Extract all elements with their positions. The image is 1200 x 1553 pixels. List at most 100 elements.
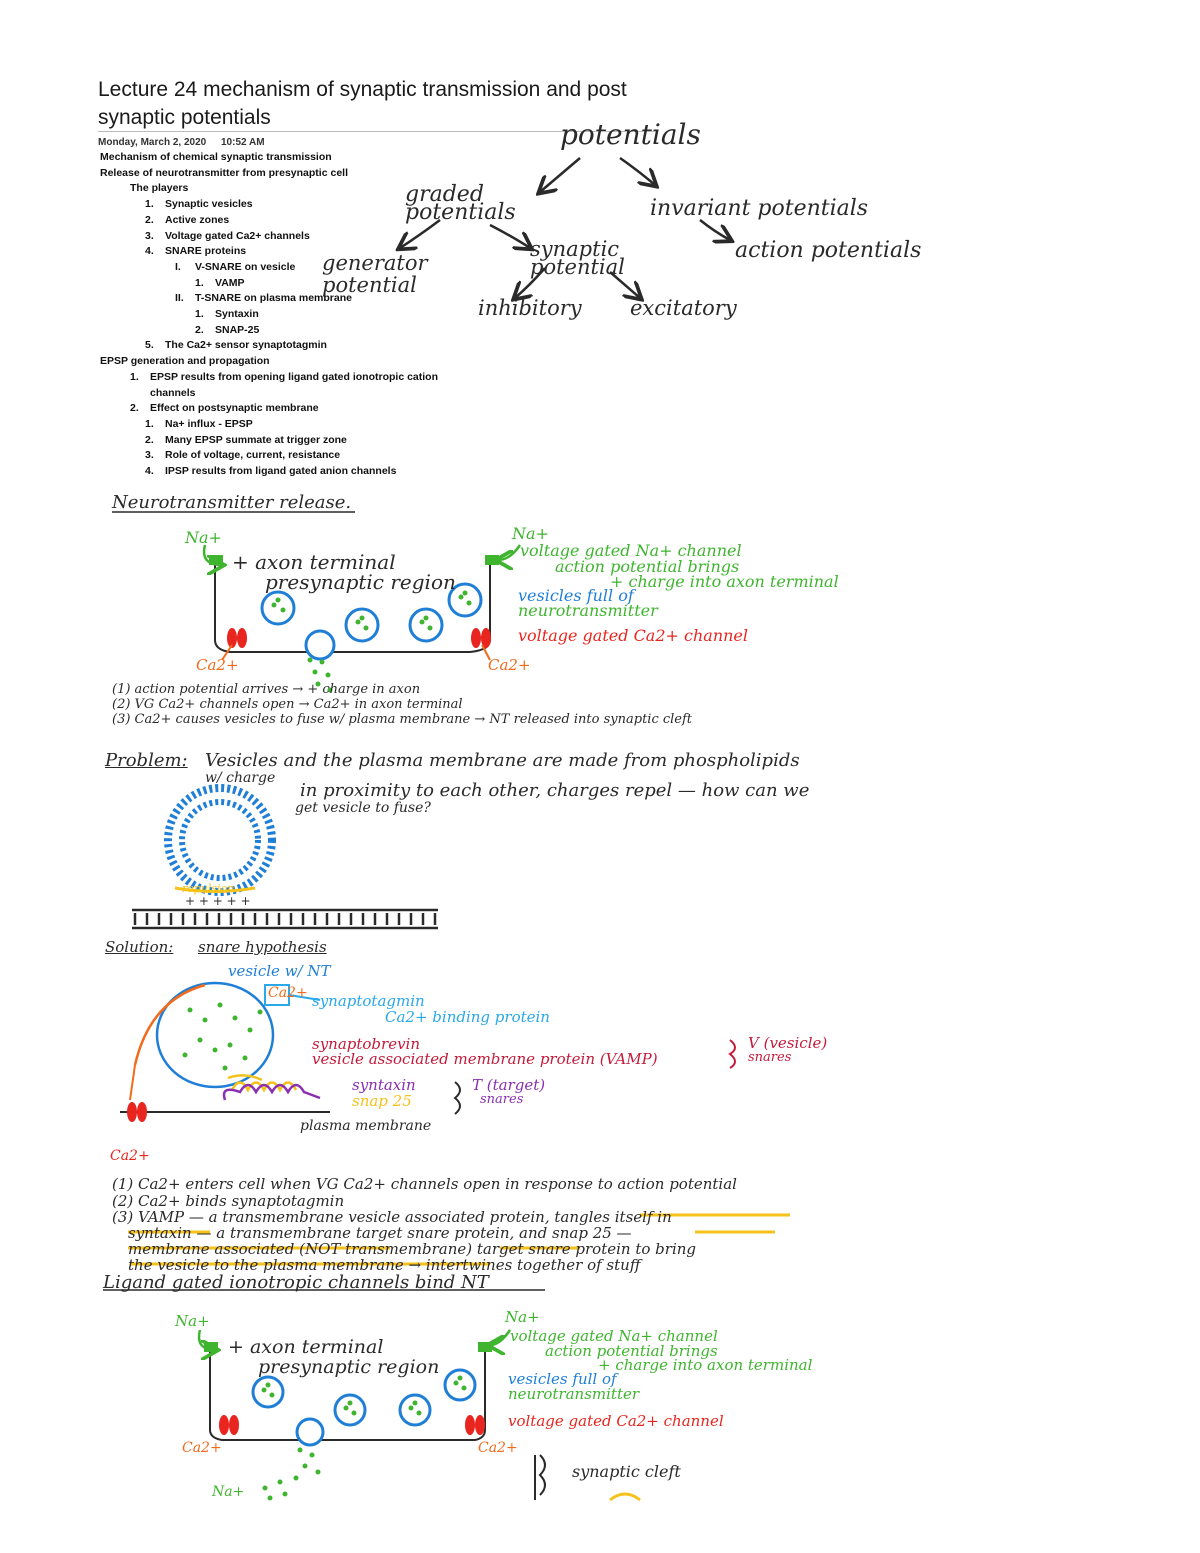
ligand-ca-right: Ca2+ bbox=[478, 1440, 518, 1456]
outline-item-number: 2. bbox=[145, 213, 154, 226]
outline-item-number: 1. bbox=[145, 417, 154, 430]
problem-line-3: in proximity to each other, charges repe… bbox=[300, 780, 810, 801]
outline-item-number: 2. bbox=[145, 433, 154, 446]
outline-item: Mechanism of chemical synaptic transmiss… bbox=[100, 150, 438, 166]
problem-line-2: w/ charge bbox=[205, 770, 276, 786]
plasma-membrane-label: plasma membrane bbox=[300, 1118, 432, 1134]
time-text: 10:52 AM bbox=[220, 137, 265, 148]
outline-item-number: 3. bbox=[145, 229, 154, 242]
outline-item-number: 1. bbox=[145, 198, 154, 211]
ca-binding-protein: Ca2+ binding protein bbox=[385, 1008, 550, 1026]
ligand-ca-left: Ca2+ bbox=[182, 1440, 222, 1456]
outline-item: EPSP generation and propagation bbox=[100, 354, 438, 370]
repulsion-label: repulsion bbox=[182, 882, 235, 895]
tree-invariant: invariant potentials bbox=[650, 196, 869, 221]
outline-item-text: The players bbox=[130, 182, 189, 195]
ligand-vg-ca: voltage gated Ca2+ channel bbox=[508, 1412, 724, 1430]
step2-3d: the vesicle to the plasma membrane → int… bbox=[128, 1256, 641, 1274]
problem-label: Problem: bbox=[105, 750, 188, 771]
title-divider bbox=[98, 131, 658, 132]
solution-vesicle: vesicle w/ NT bbox=[228, 962, 331, 980]
outline-item-text: Voltage gated Ca2+ channels bbox=[165, 229, 310, 242]
outline-item: The players bbox=[100, 181, 438, 197]
t-snares-label: snares bbox=[480, 1092, 524, 1107]
outline-item: 4.IPSP results from ligand gated anion c… bbox=[100, 464, 438, 480]
step2-3c: membrane associated (NOT transmembrane) … bbox=[128, 1240, 697, 1258]
tree-synaptic: synaptic potential bbox=[530, 237, 625, 279]
release-diagram bbox=[112, 511, 522, 693]
outline-item-text: Effect on postsynaptic membrane bbox=[150, 402, 319, 415]
synaptic-cleft-label: synaptic cleft bbox=[572, 1462, 681, 1481]
outline-item-text: T-SNARE on plasma membrane bbox=[195, 292, 352, 305]
outline-item-text: V-SNARE on vesicle bbox=[195, 260, 296, 273]
release-step-3: (3) Ca2+ causes vesicles to fuse w/ plas… bbox=[112, 712, 693, 727]
release-presynaptic: presynaptic region bbox=[265, 570, 456, 594]
problem-line-1: Vesicles and the plasma membrane are mad… bbox=[205, 750, 800, 771]
solution-ca-top: Ca2+ bbox=[268, 985, 308, 1001]
release-charge-into: + charge into axon terminal bbox=[610, 572, 839, 591]
outline-item-text: SNAP-25 bbox=[215, 323, 260, 336]
outline-item: 5.The Ca2+ sensor synaptotagmin bbox=[100, 338, 438, 354]
na-channel-right bbox=[485, 555, 499, 565]
ligand-vesicles: vesicles full of bbox=[508, 1370, 617, 1388]
outline-item: 1. EPSP results from opening ligand gated… bbox=[100, 370, 438, 386]
outline-item-number: 1. bbox=[195, 276, 204, 289]
outline-item: channels bbox=[100, 386, 438, 402]
outline-item-text: EPSP generation and propagation bbox=[100, 355, 270, 368]
release-vg-ca: voltage gated Ca2+ channel bbox=[518, 626, 749, 645]
ca-channels bbox=[227, 628, 491, 648]
phospholipid-bilayer bbox=[132, 908, 438, 930]
plus-charges: + + + + + bbox=[185, 894, 251, 908]
outline-item: II.T-SNARE on plasma membrane bbox=[100, 291, 438, 307]
page-title-line-1: Lecture 24 mechanism of synaptic transmi… bbox=[98, 78, 627, 101]
step2-1: (1) Ca2+ enters cell when VG Ca2+ channe… bbox=[112, 1175, 737, 1193]
release-ca-left: Ca2+ bbox=[196, 656, 239, 674]
ligand-neurotransmitter: neurotransmitter bbox=[508, 1385, 640, 1403]
release-heading: Neurotransmitter release. bbox=[112, 492, 352, 513]
outline-item-number: 4. bbox=[145, 245, 154, 258]
step2-3b: syntaxin — a transmembrane target snare … bbox=[128, 1224, 632, 1242]
lecture-outline: Mechanism of chemical synaptic transmiss… bbox=[100, 150, 438, 480]
outline-item-text: EPSP results from opening ligand gated i… bbox=[150, 370, 439, 383]
release-step-1: (1) action potential arrives → + charge … bbox=[112, 682, 421, 697]
outline-item-number: 1. bbox=[130, 370, 139, 383]
ligand-ap-brings: action potential brings bbox=[545, 1342, 718, 1360]
outline-item-number: I. bbox=[175, 260, 181, 273]
step2-3a: (3) VAMP — a transmembrane vesicle assoc… bbox=[112, 1208, 672, 1226]
outline-item-number: 5. bbox=[145, 339, 154, 352]
outline-item-number: 2. bbox=[130, 402, 139, 415]
outline-item: 2. Many EPSP summate at trigger zone bbox=[100, 433, 438, 449]
outline-item: 4.SNARE proteins bbox=[100, 244, 438, 260]
snare-diagram bbox=[103, 981, 790, 1291]
release-vesicles: vesicles full of bbox=[518, 586, 634, 605]
t-target-label: T (target) bbox=[472, 1076, 546, 1094]
ligand-vg-na: voltage gated Na+ channel bbox=[510, 1327, 718, 1345]
outline-item-number: 1. bbox=[195, 308, 204, 321]
tree-action: action potentials bbox=[735, 238, 922, 263]
tree-arrows bbox=[400, 156, 730, 298]
snare-hypothesis: snare hypothesis bbox=[198, 938, 327, 956]
outline-item: 3. Voltage gated Ca2+ channels bbox=[100, 229, 438, 245]
outline-item-text: Active zones bbox=[165, 213, 230, 226]
step2-2: (2) Ca2+ binds synaptotagmin bbox=[112, 1192, 345, 1210]
ligand-na-bottom: Na+ bbox=[212, 1484, 245, 1500]
outline-item: I. V-SNARE on vesicle bbox=[100, 260, 438, 276]
outline-item-text: Role of voltage, current, resistance bbox=[165, 449, 341, 462]
outline-item: 1.Synaptic vesicles bbox=[100, 197, 438, 213]
problem-line-4: get vesicle to fuse? bbox=[295, 800, 431, 816]
release-ap-brings: action potential brings bbox=[555, 557, 740, 576]
release-neurotransmitter: neurotransmitter bbox=[518, 601, 658, 620]
outline-item: 1.Syntaxin bbox=[100, 307, 438, 323]
tree-excitatory: excitatory bbox=[630, 296, 737, 320]
outline-item-text: Many EPSP summate at trigger zone bbox=[165, 433, 347, 446]
outline-item-text: VAMP bbox=[215, 276, 245, 289]
tree-root: potentials bbox=[560, 118, 701, 151]
outline-item: 1. VAMP bbox=[100, 276, 438, 292]
outline-item: Release of neurotransmitter from presyna… bbox=[100, 166, 438, 182]
tree-generator: generator potential bbox=[322, 251, 428, 297]
release-step-2: (2) VG Ca2+ channels open → Ca2+ in axon… bbox=[112, 697, 463, 712]
vamp-label: vesicle associated membrane protein (VAM… bbox=[312, 1050, 658, 1068]
ligand-diagram bbox=[197, 1329, 641, 1502]
phospholipid-vesicle bbox=[132, 784, 438, 930]
